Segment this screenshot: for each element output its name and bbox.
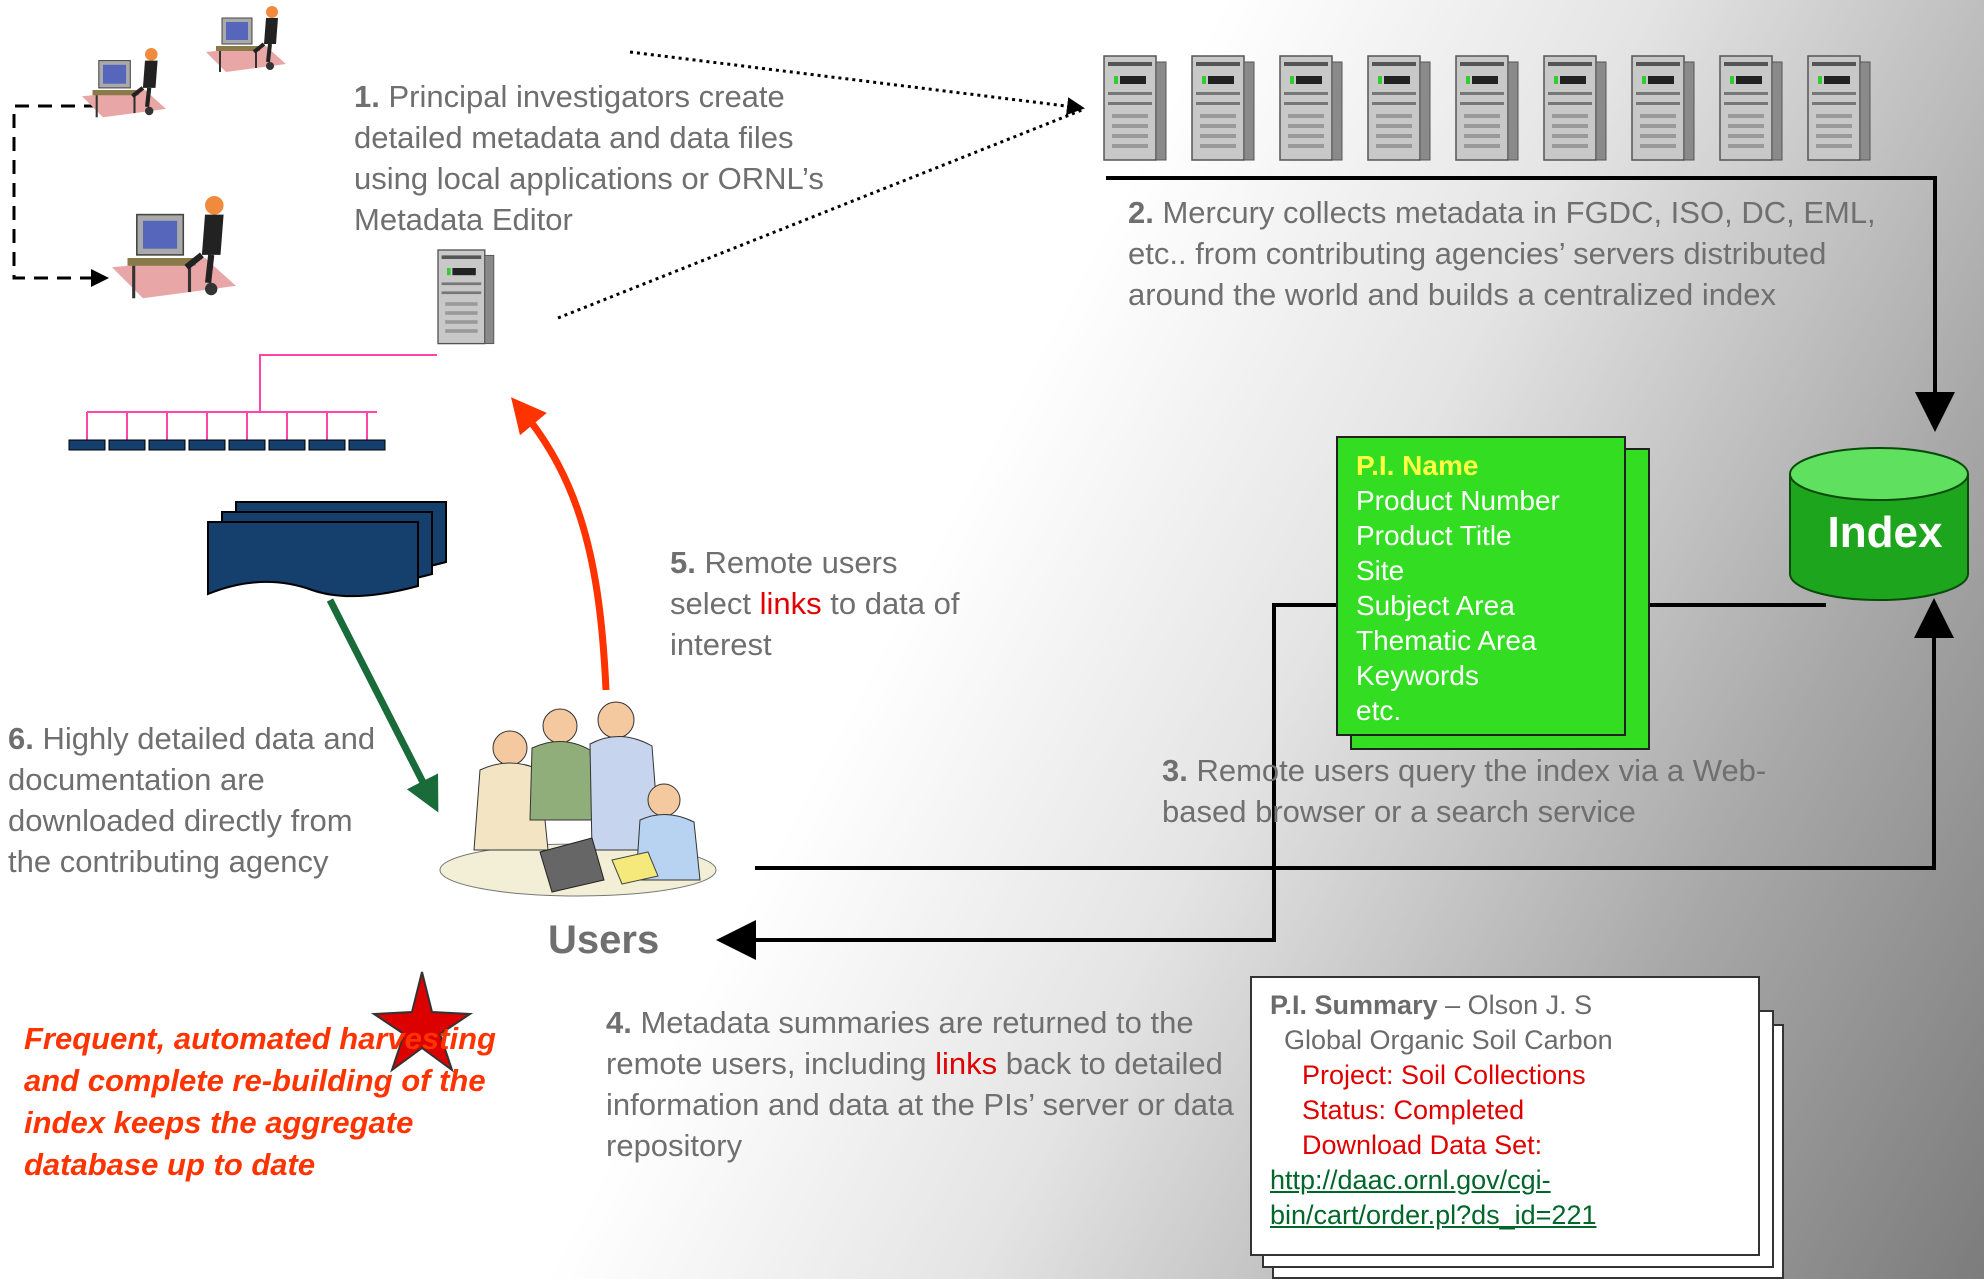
database-cylinder-icon: [1789, 447, 1969, 601]
document-stack-icon: [207, 501, 447, 598]
index-label: Index: [1827, 508, 1943, 557]
server-icon: [1191, 55, 1255, 161]
metadata-field: Product Number: [1356, 485, 1560, 516]
summary-header: P.I. Summary – Olson J. S: [1270, 990, 1593, 1020]
metadata-field: Thematic Area: [1356, 625, 1537, 656]
workstation-user-icon: [112, 196, 236, 298]
metadata-field: Site: [1356, 555, 1405, 586]
download-link[interactable]: bin/cart/order.pl?ds_id=221: [1270, 1200, 1597, 1230]
summary-title: Global Organic Soil Carbon: [1284, 1025, 1613, 1055]
network-bus-icon: [68, 354, 437, 451]
server-icon: [1279, 55, 1343, 161]
step6-text: 6. Highly detailed data and documentatio…: [8, 721, 376, 879]
footnote-text: Frequent, automated harvesting and compl…: [24, 1021, 496, 1182]
summary-card: P.I. Summary – Olson J. S Global Organic…: [1250, 976, 1760, 1256]
metadata-card: P.I. Name Product Number Product Title S…: [1336, 436, 1626, 736]
network-node: [188, 439, 226, 451]
users-group-icon: [439, 701, 717, 897]
server-icon: [1367, 55, 1431, 161]
workstation-user-icon: [204, 4, 288, 74]
metadata-field: Subject Area: [1356, 590, 1515, 621]
metadata-field: etc.: [1356, 695, 1402, 726]
summary-project: Project: Soil Collections: [1302, 1060, 1586, 1090]
metadata-card-title: P.I. Name: [1356, 450, 1479, 481]
query-return-lines: [716, 598, 1954, 960]
summary-status: Status: Completed: [1302, 1095, 1525, 1125]
metadata-field: Product Title: [1356, 520, 1512, 551]
select-links-arrow: [511, 397, 610, 691]
links-word: links: [759, 586, 822, 621]
users-label: Users: [548, 918, 660, 962]
server-icon: [1807, 55, 1871, 161]
step4-text: 4. Metadata summaries are returned to th…: [606, 1005, 1234, 1163]
server-icon: [1719, 55, 1783, 161]
download-link[interactable]: http://daac.ornl.gov/cgi-: [1270, 1165, 1551, 1195]
workstation-user-icon: [82, 48, 166, 117]
step2-text: 2. Mercury collects metadata in FGDC, IS…: [1128, 195, 1876, 312]
step1-text: 1. Principal investigators create detail…: [354, 79, 824, 237]
network-node: [148, 439, 186, 451]
server-icon: [437, 249, 495, 345]
network-node: [108, 439, 146, 451]
network-node: [68, 439, 106, 451]
dashed-connector: [12, 104, 109, 287]
server-icon: [1455, 55, 1519, 161]
summary-download-label: Download Data Set:: [1302, 1130, 1543, 1160]
network-node: [348, 439, 386, 451]
metadata-field: Keywords: [1356, 660, 1479, 691]
step3-text: 3. Remote users query the index via a We…: [1162, 753, 1767, 829]
links-word: links: [935, 1046, 998, 1081]
network-node: [228, 439, 266, 451]
download-arrow: [326, 598, 439, 813]
network-node: [308, 439, 346, 451]
dotted-arrow: [557, 50, 1085, 320]
step5-text: 5. Remote users select links to data of …: [670, 545, 960, 662]
network-node: [268, 439, 306, 451]
server-icon: [1103, 55, 1167, 161]
star-icon: [370, 971, 474, 1073]
server-icon: [1543, 55, 1607, 161]
server-icon: [1631, 55, 1695, 161]
harvest-arrow: [1106, 176, 1955, 432]
